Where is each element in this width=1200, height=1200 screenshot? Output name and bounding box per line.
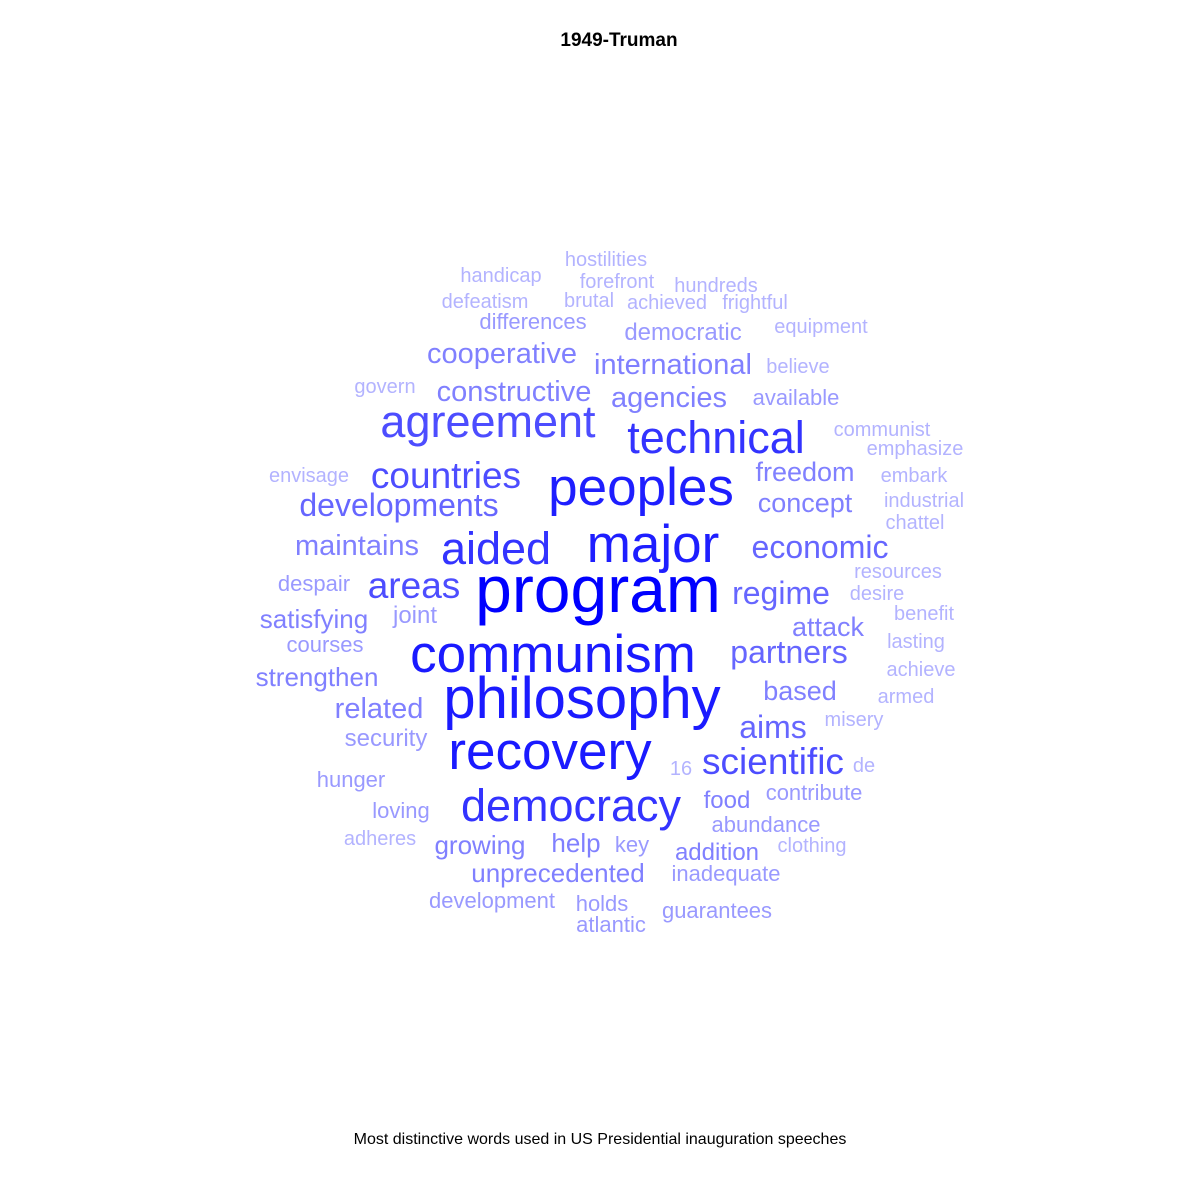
word-regime: regime (732, 575, 830, 611)
word-hundreds: hundreds (674, 275, 757, 297)
word-areas: areas (368, 565, 461, 606)
word-based: based (763, 676, 837, 706)
word-addition: addition (675, 839, 759, 866)
word-differences: differences (479, 309, 586, 334)
word-agreement: agreement (380, 396, 596, 447)
word-security: security (345, 725, 428, 752)
word-envisage: envisage (269, 465, 349, 487)
word-unprecedented: unprecedented (471, 858, 644, 888)
word-contribute: contribute (766, 780, 863, 805)
word-joint: joint (392, 602, 437, 629)
word-major: major (587, 515, 720, 574)
word-growing: growing (434, 830, 525, 860)
word-aided: aided (441, 523, 551, 574)
word-related: related (335, 693, 424, 725)
word-development: development (429, 888, 555, 913)
word-adheres: adheres (344, 828, 416, 850)
word-courses: courses (286, 632, 363, 657)
word-philosophy: philosophy (443, 666, 720, 731)
word-program: program (475, 552, 721, 626)
word-aims: aims (739, 709, 807, 745)
word-brutal: brutal (564, 290, 614, 312)
word-scientific: scientific (702, 741, 844, 782)
word-attack: attack (792, 612, 865, 642)
word-clothing: clothing (778, 835, 847, 857)
word-industrial: industrial (884, 490, 964, 512)
word-communist: communist (834, 419, 931, 441)
word-concept: concept (758, 488, 853, 518)
word-de: de (853, 755, 875, 777)
word-agencies: agencies (611, 382, 727, 414)
word-abundance: abundance (712, 812, 821, 837)
word-peoples: peoples (548, 458, 734, 517)
word-help: help (551, 828, 600, 858)
word-equipment: equipment (774, 316, 868, 338)
word-achieve: achieve (887, 659, 956, 681)
chart-caption: Most distinctive words used in US Presid… (353, 1131, 847, 1148)
word-constructive: constructive (437, 376, 592, 408)
word-forefront: forefront (580, 271, 655, 293)
word-desire: desire (850, 583, 904, 605)
word-available: available (753, 385, 840, 410)
word-embark: embark (881, 465, 949, 487)
word-maintains: maintains (295, 530, 419, 562)
word-international: international (594, 349, 752, 381)
word-democracy: democracy (461, 780, 682, 831)
word-economic: economic (752, 529, 889, 565)
word-lasting: lasting (887, 631, 945, 653)
word-chattel: chattel (886, 512, 945, 534)
word-cooperative: cooperative (427, 338, 577, 370)
word-guarantees: guarantees (662, 898, 772, 923)
word-inadequate: inadequate (672, 861, 781, 886)
word-despair: despair (278, 571, 350, 596)
word-food: food (704, 787, 751, 814)
word-misery: misery (825, 709, 884, 731)
word-emphasize: emphasize (867, 438, 964, 460)
word-16: 16 (670, 758, 692, 780)
word-loving: loving (372, 798, 429, 823)
word-freedom: freedom (755, 457, 854, 487)
word-recovery: recovery (448, 722, 652, 781)
word-believe: believe (766, 356, 829, 378)
word-handicap: handicap (460, 265, 541, 287)
word-frightful: frightful (722, 292, 788, 314)
word-defeatism: defeatism (442, 291, 529, 313)
word-atlantic: atlantic (576, 912, 646, 937)
word-developments: developments (299, 487, 498, 523)
word-benefit: benefit (894, 603, 954, 625)
word-achieved: achieved (627, 292, 707, 314)
word-countries: countries (371, 455, 521, 496)
word-hostilities: hostilities (565, 249, 647, 271)
word-strengthen: strengthen (256, 662, 379, 692)
word-holds: holds (576, 891, 629, 916)
word-key: key (615, 832, 649, 857)
word-armed: armed (878, 686, 935, 708)
word-communism: communism (410, 625, 696, 684)
word-govern: govern (354, 376, 415, 398)
word-technical: technical (627, 412, 805, 463)
word-democratic: democratic (624, 319, 741, 346)
word-satisfying: satisfying (260, 604, 368, 634)
word-hunger: hunger (317, 767, 386, 792)
word-resources: resources (854, 561, 942, 583)
chart-title: 1949-Truman (560, 30, 678, 51)
word-partners: partners (730, 634, 847, 670)
